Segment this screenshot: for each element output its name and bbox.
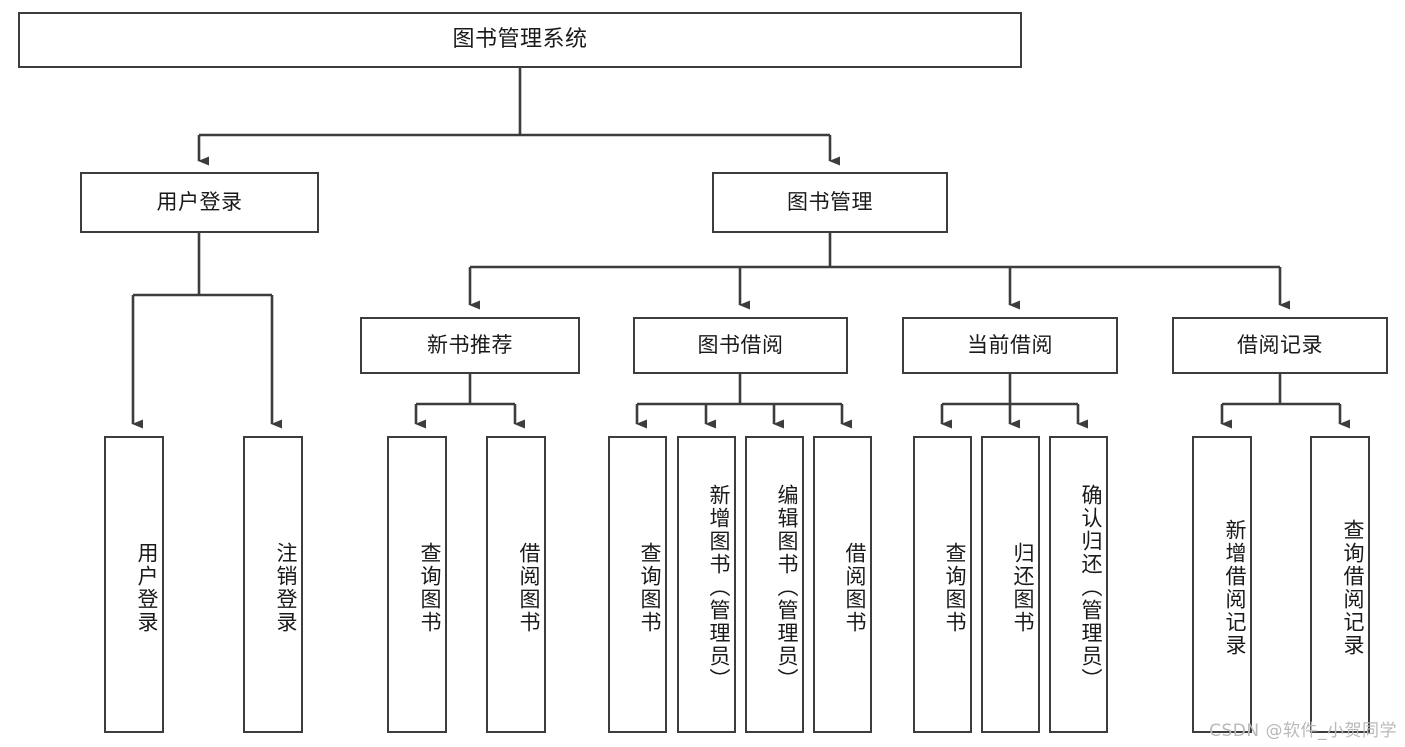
node-user-login-label: 用户登录 — [156, 189, 243, 214]
node-leaf-add-record-label: 新增借阅记录 — [1223, 518, 1247, 657]
node-leaf-add-record[interactable]: 新增借阅记录 — [1192, 436, 1252, 733]
node-leaf-query-book-3[interactable]: 查询图书 — [913, 436, 972, 733]
node-leaf-query-book-2-label: 查询图书 — [638, 541, 662, 634]
node-leaf-return-book-label: 归还图书 — [1011, 541, 1035, 634]
node-leaf-query-book-2[interactable]: 查询图书 — [608, 436, 667, 733]
node-leaf-confirm-return[interactable]: 确认归还（管理员） — [1049, 436, 1108, 733]
node-leaf-borrow-book-1-label: 借阅图书 — [517, 541, 541, 634]
node-root[interactable]: 图书管理系统 — [18, 12, 1022, 68]
node-leaf-add-book[interactable]: 新增图书（管理员） — [677, 436, 736, 733]
node-new-book-recommend[interactable]: 新书推荐 — [360, 317, 580, 374]
node-current-borrow-label: 当前借阅 — [967, 332, 1053, 357]
node-leaf-borrow-book-2-label: 借阅图书 — [843, 541, 867, 634]
csdn-watermark: CSDN @软件_小贺同学 — [1209, 721, 1397, 741]
node-leaf-borrow-book-2[interactable]: 借阅图书 — [813, 436, 872, 733]
node-book-manage[interactable]: 图书管理 — [712, 172, 948, 233]
node-user-login[interactable]: 用户登录 — [80, 172, 319, 233]
node-book-manage-label: 图书管理 — [787, 189, 873, 214]
node-current-borrow[interactable]: 当前借阅 — [902, 317, 1118, 374]
node-leaf-user-logout-label: 注销登录 — [274, 541, 298, 634]
node-leaf-query-book-1-label: 查询图书 — [418, 541, 442, 634]
node-leaf-edit-book-label: 编辑图书（管理员） — [775, 484, 799, 691]
node-leaf-return-book[interactable]: 归还图书 — [981, 436, 1040, 733]
node-leaf-query-record-label: 查询借阅记录 — [1341, 518, 1365, 657]
node-borrow-record-label: 借阅记录 — [1237, 332, 1323, 357]
node-leaf-query-record[interactable]: 查询借阅记录 — [1310, 436, 1370, 733]
node-leaf-edit-book[interactable]: 编辑图书（管理员） — [745, 436, 804, 733]
node-leaf-user-logout[interactable]: 注销登录 — [243, 436, 303, 733]
node-borrow-record[interactable]: 借阅记录 — [1172, 317, 1388, 374]
node-leaf-user-login-label: 用户登录 — [135, 541, 159, 634]
node-leaf-add-book-label: 新增图书（管理员） — [707, 484, 731, 691]
node-leaf-user-login[interactable]: 用户登录 — [104, 436, 164, 733]
node-leaf-query-book-1[interactable]: 查询图书 — [387, 436, 447, 733]
node-book-borrow[interactable]: 图书借阅 — [633, 317, 848, 374]
node-new-book-recommend-label: 新书推荐 — [427, 332, 513, 357]
node-root-label: 图书管理系统 — [452, 26, 588, 52]
node-book-borrow-label: 图书借阅 — [697, 332, 784, 357]
node-leaf-confirm-return-label: 确认归还（管理员） — [1079, 484, 1103, 691]
node-leaf-borrow-book-1[interactable]: 借阅图书 — [486, 436, 546, 733]
node-leaf-query-book-3-label: 查询图书 — [943, 541, 967, 634]
